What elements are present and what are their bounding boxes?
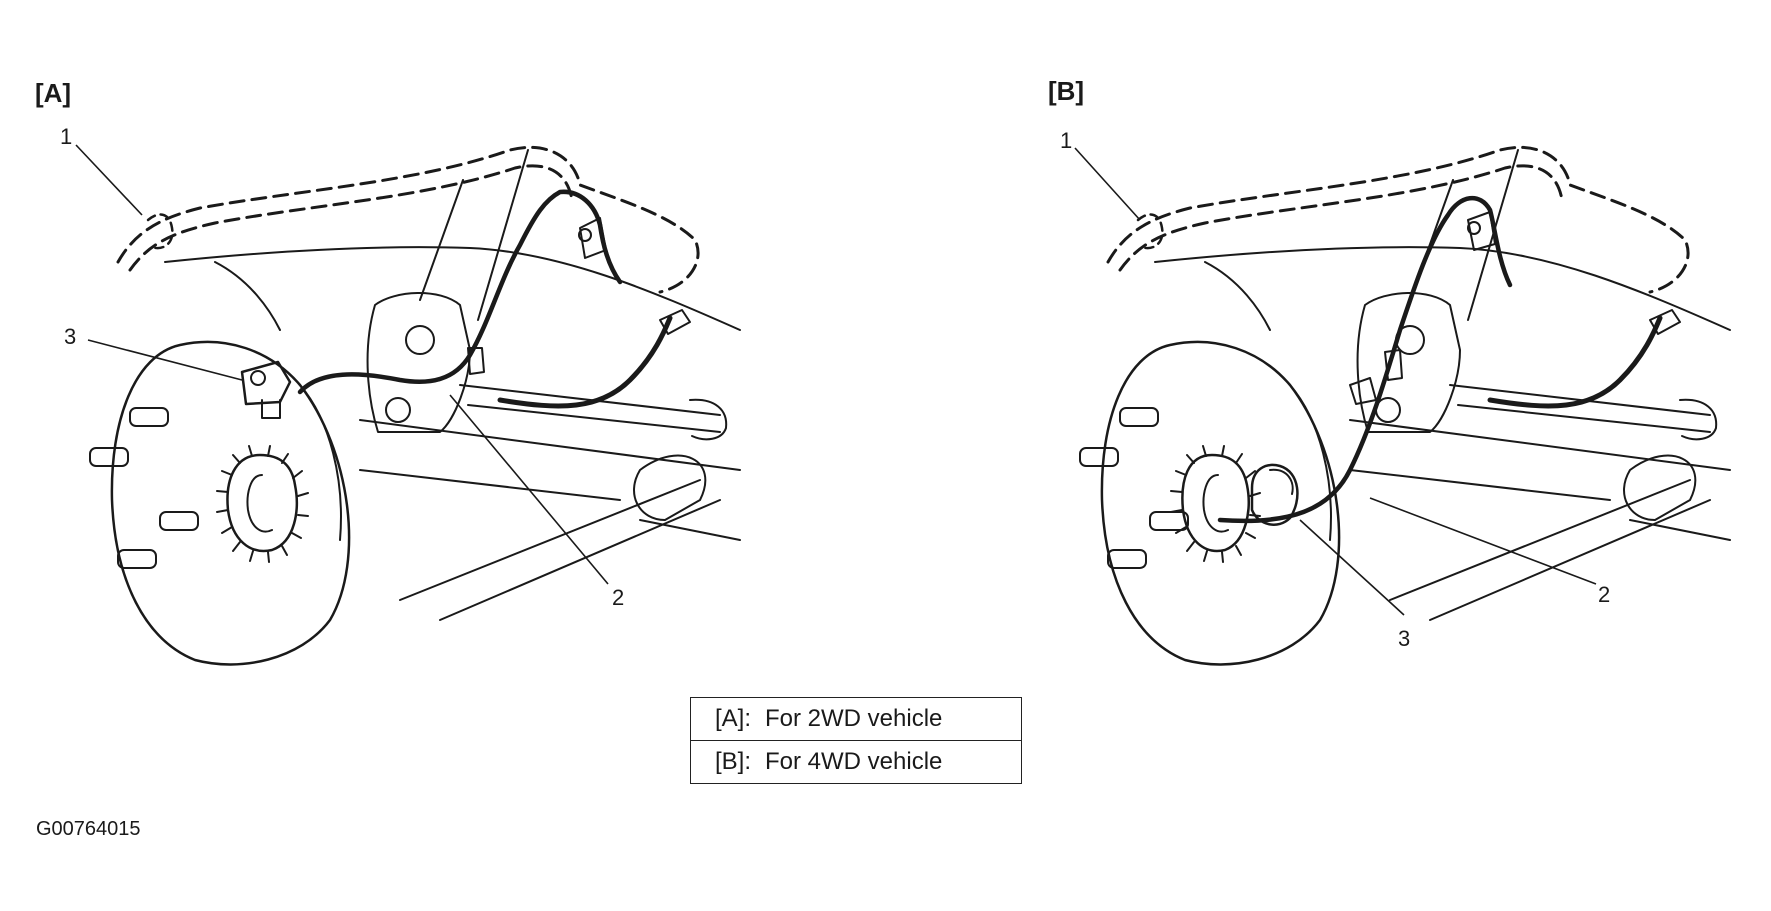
leader-1-a bbox=[75, 144, 143, 216]
leader-3-a bbox=[87, 339, 243, 381]
callout-2-b: 2 bbox=[1598, 582, 1611, 607]
legend-table: [A]: For 2WD vehicle [B]: For 4WD vehicl… bbox=[690, 697, 1022, 784]
panel-b-illustration bbox=[1074, 147, 1730, 664]
figure-id: G00764015 bbox=[36, 818, 141, 840]
panel-b-label: [B] bbox=[1048, 76, 1085, 106]
callout-1-b: 1 bbox=[1060, 128, 1073, 153]
legend-row: [A]: For 2WD vehicle bbox=[690, 697, 1022, 741]
callout-3-a: 3 bbox=[64, 324, 77, 349]
panel-a-illustration bbox=[75, 144, 740, 664]
legend-key: [A]: bbox=[690, 697, 759, 741]
leader-1-b bbox=[1074, 147, 1141, 221]
leader-2-a bbox=[449, 394, 609, 585]
legend-text: For 4WD vehicle bbox=[759, 740, 1022, 784]
callout-1-a: 1 bbox=[60, 124, 73, 149]
callout-3-b: 3 bbox=[1398, 626, 1411, 651]
leader-3-b bbox=[1299, 519, 1405, 616]
callout-2-a: 2 bbox=[612, 585, 625, 610]
panel-a-label: [A] bbox=[35, 78, 72, 108]
legend-text: For 2WD vehicle bbox=[759, 697, 1022, 741]
legend-key: [B]: bbox=[690, 740, 759, 784]
legend-row: [B]: For 4WD vehicle bbox=[690, 740, 1022, 784]
leader-2-b bbox=[1369, 497, 1597, 585]
